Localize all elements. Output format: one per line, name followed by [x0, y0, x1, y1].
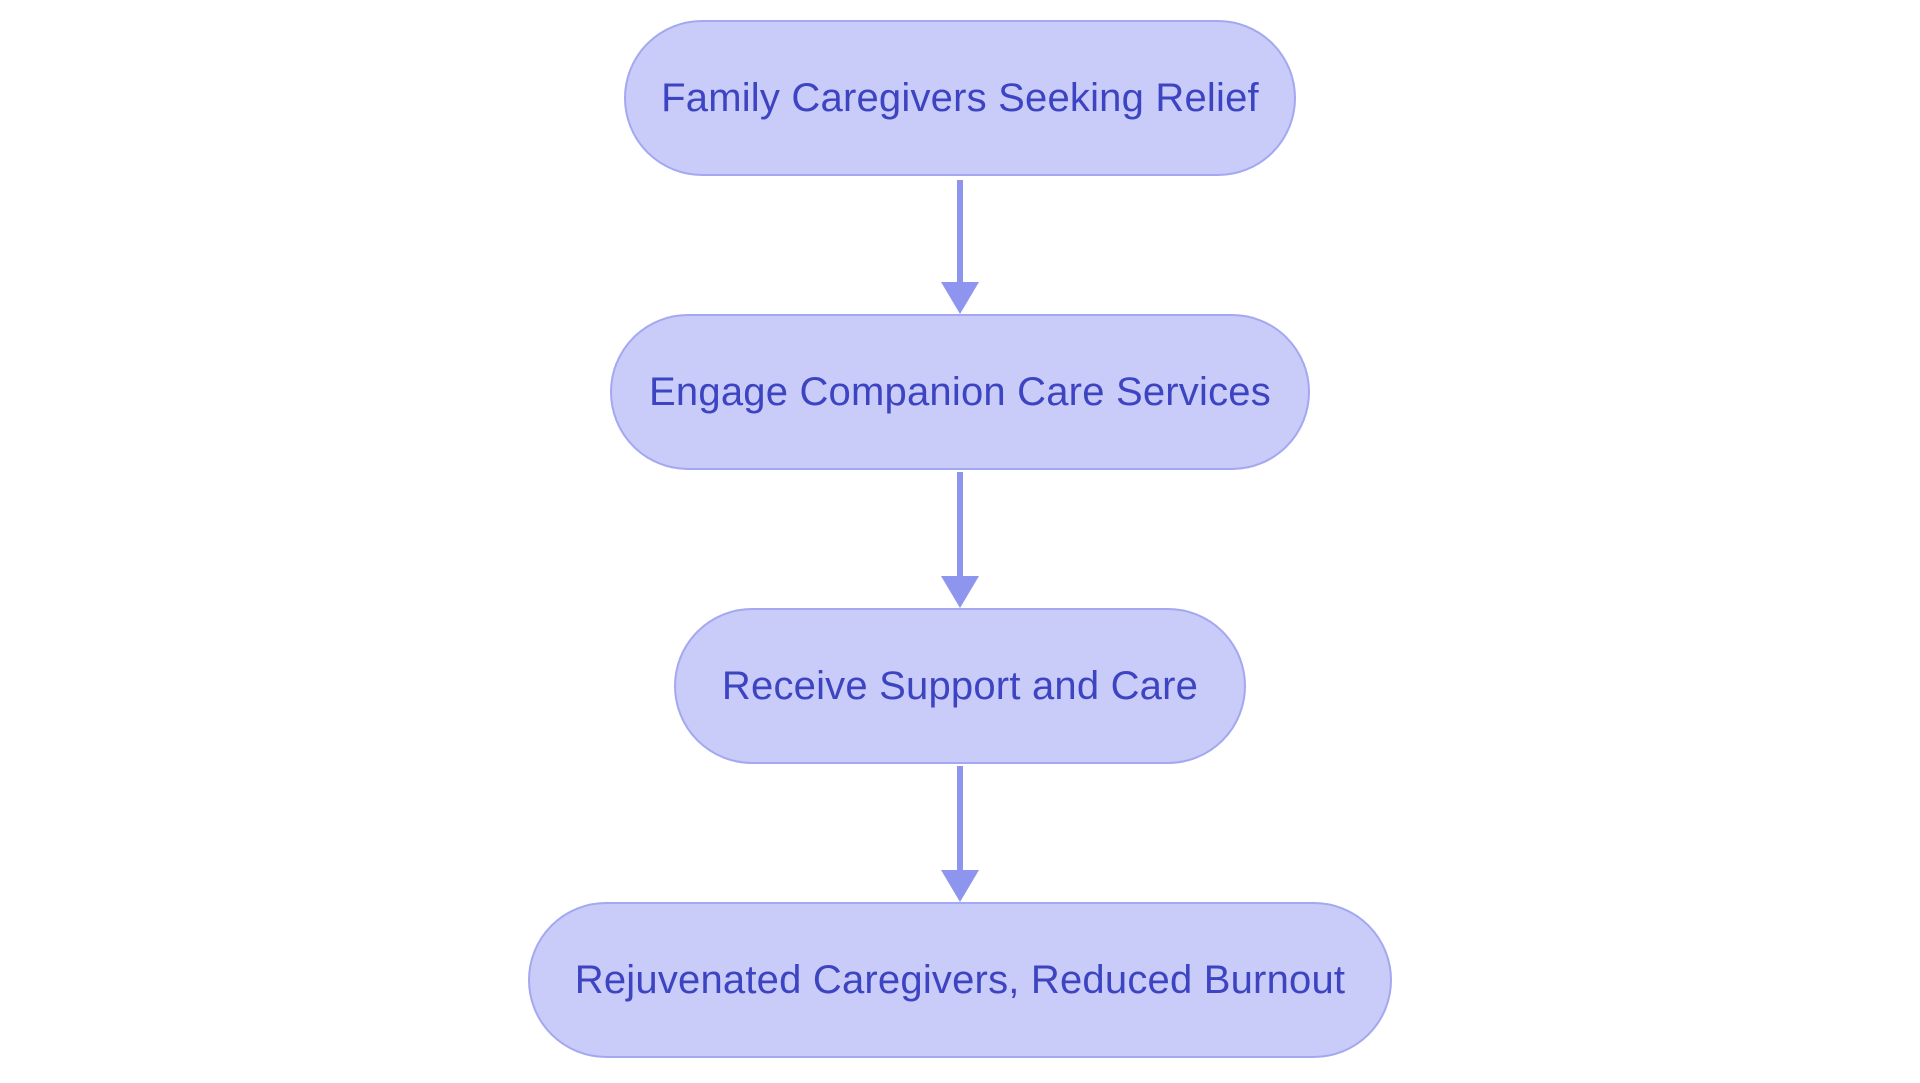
arrow-shaft [957, 180, 963, 282]
flow-node-rejuvenated-caregivers: Rejuvenated Caregivers, Reduced Burnout [528, 902, 1392, 1058]
flow-arrow-down-icon [941, 180, 979, 314]
arrow-shaft [957, 472, 963, 576]
flow-arrow-down-icon [941, 766, 979, 902]
arrow-head [941, 282, 979, 314]
flow-node-label: Rejuvenated Caregivers, Reduced Burnout [574, 957, 1346, 1002]
flow-node-label: Receive Support and Care [721, 663, 1199, 708]
flow-node-receive-support: Receive Support and Care [674, 608, 1246, 764]
arrow-head [941, 870, 979, 902]
arrow-shaft [957, 766, 963, 870]
flow-node-label: Family Caregivers Seeking Relief [661, 75, 1259, 120]
flow-node-engage-services: Engage Companion Care Services [610, 314, 1310, 470]
flow-node-family-caregivers: Family Caregivers Seeking Relief [624, 20, 1296, 176]
arrow-head [941, 576, 979, 608]
flow-node-label: Engage Companion Care Services [649, 369, 1271, 414]
flow-arrow-down-icon [941, 472, 979, 608]
